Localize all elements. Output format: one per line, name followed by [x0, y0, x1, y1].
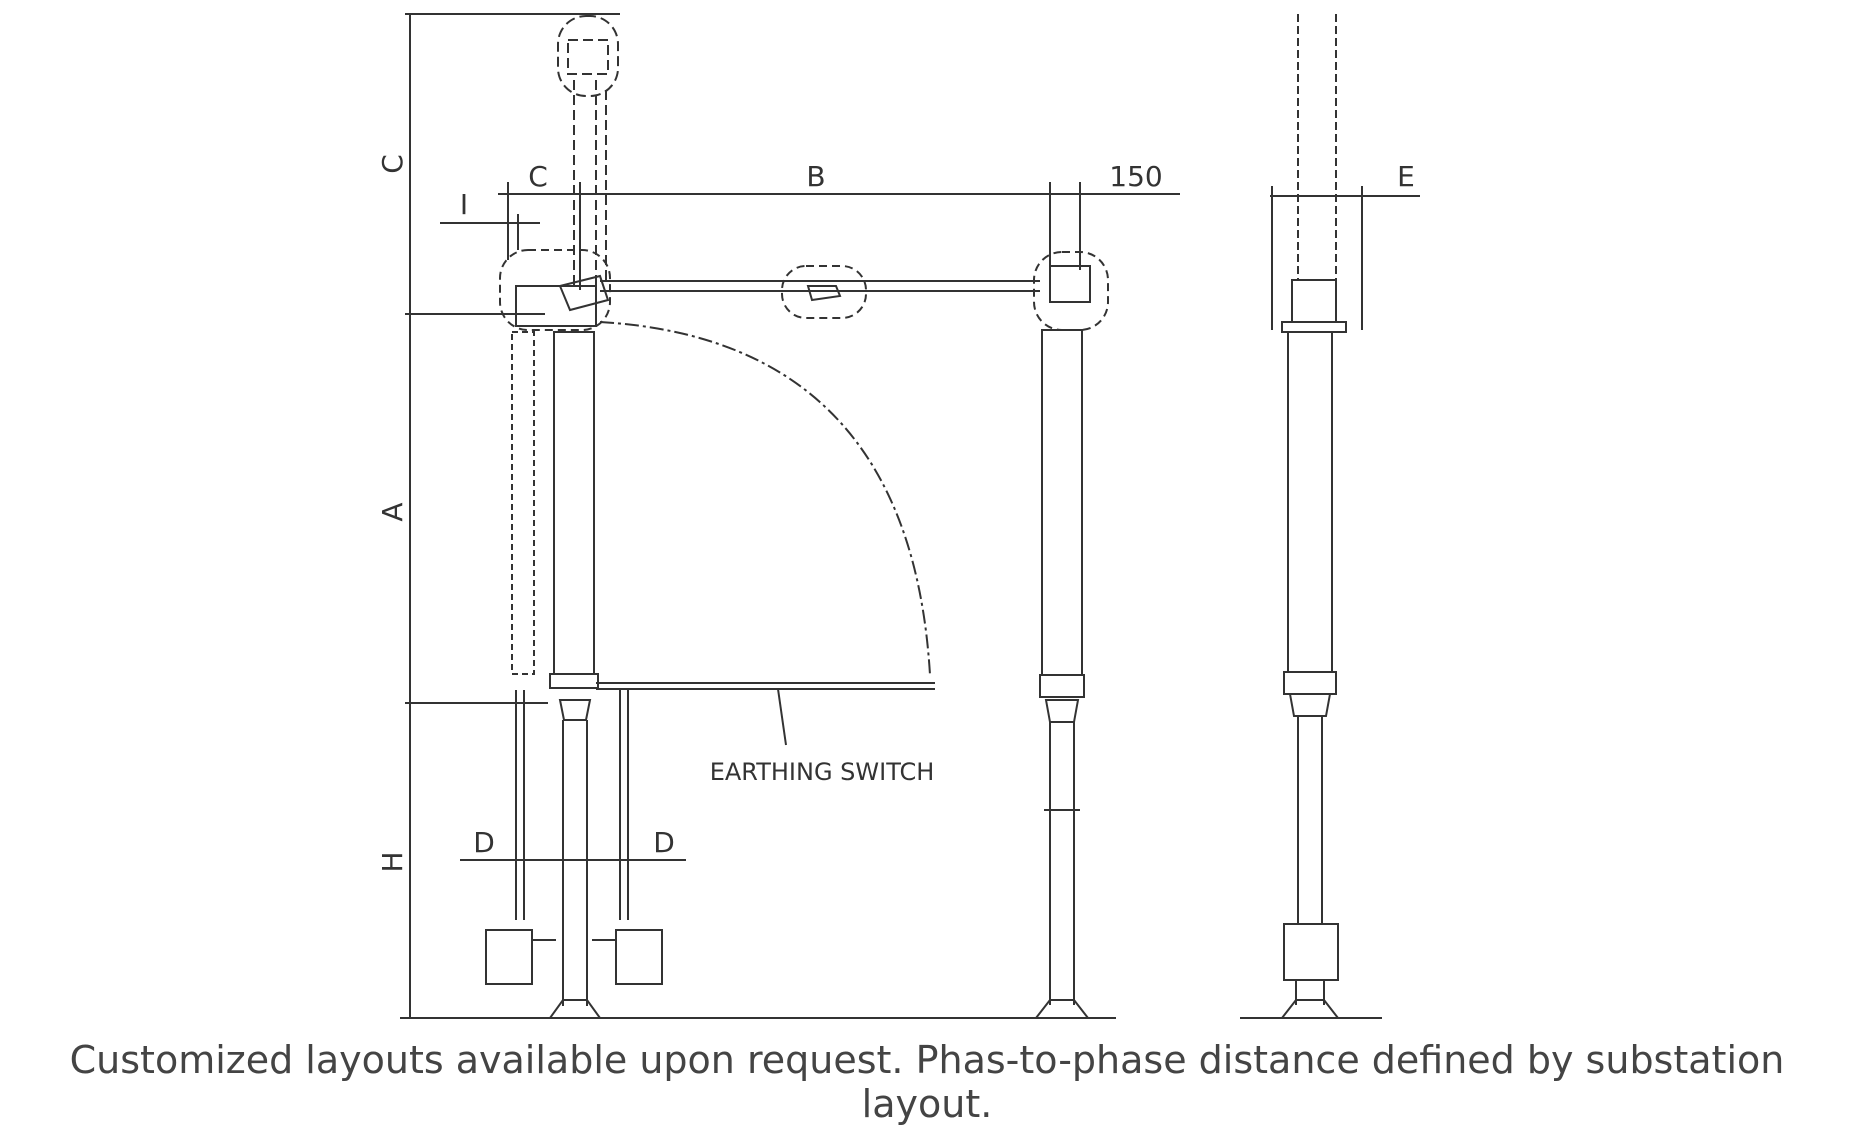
- label-d-left: D: [473, 826, 495, 859]
- left-head: [499, 249, 611, 331]
- vertical-open-blade: [557, 15, 619, 286]
- label-c-vertical: C: [376, 154, 409, 174]
- drive-mechanism: [460, 690, 686, 985]
- side-view: [1240, 14, 1420, 1019]
- left-dimension-lines: [400, 13, 1116, 1019]
- label-earthing-switch: EARTHING SWITCH: [710, 758, 935, 786]
- disconnector-drawing: C A H C B 150 I D D E EARTHING SWITCH: [376, 13, 1420, 1019]
- right-insulator: [1033, 251, 1109, 1019]
- label-c-horizontal: C: [528, 160, 548, 193]
- label-e: E: [1397, 160, 1415, 193]
- top-dimension-lines: [440, 182, 1180, 290]
- caption: Customized layouts available upon reques…: [69, 1038, 1785, 1126]
- earthing-switch-arc: [596, 321, 935, 746]
- label-d-right: D: [653, 826, 675, 859]
- label-b: B: [806, 160, 825, 193]
- label-a: A: [376, 502, 409, 521]
- label-h: H: [376, 851, 409, 872]
- horizontal-blade: [600, 265, 1040, 319]
- label-i: I: [460, 188, 468, 221]
- left-insulator: [511, 331, 601, 1019]
- label-150: 150: [1109, 160, 1162, 193]
